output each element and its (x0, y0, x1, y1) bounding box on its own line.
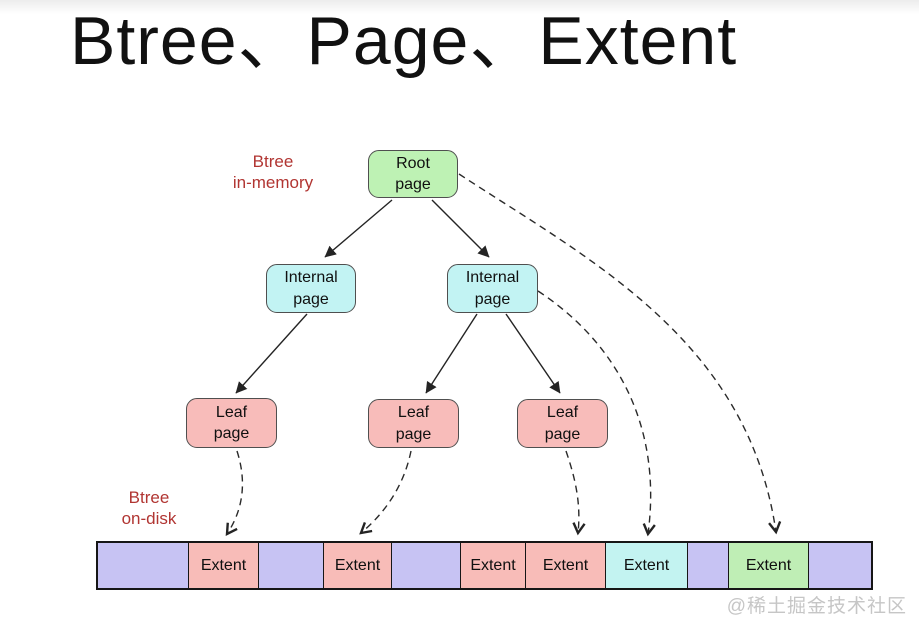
extent-cell: Extent (526, 543, 606, 588)
extent-cell: Extent (461, 543, 526, 588)
extent-cell (259, 543, 324, 588)
btree-in-memory-label: Btree in-memory (232, 152, 314, 192)
extent-cell (392, 543, 461, 588)
dashed-arrow-leaf-left-to-extent1 (225, 450, 244, 536)
extent-cell: Extent (729, 543, 809, 588)
watermark: @稀土掘金技术社区 (726, 596, 907, 617)
extent-cell (688, 543, 729, 588)
dashed-arrow-leaf-middle-to-extent2 (359, 450, 412, 535)
top-fade-band (0, 0, 919, 14)
arrow-internal-left-to-leaf-left (235, 313, 308, 394)
dashed-arrow-root-to-extent6 (458, 173, 782, 535)
disk-extent-row: Extent Extent Extent Extent Extent Exten… (96, 541, 873, 590)
leaf-page-left-node: Leaf page (186, 398, 277, 448)
internal-page-left-node: Internal page (266, 264, 356, 313)
arrow-internal-right-to-leaf-middle (425, 313, 478, 394)
extent-cell (809, 543, 871, 588)
dashed-arrow-leaf-right-to-extent4 (565, 450, 586, 536)
extent-cell: Extent (189, 543, 259, 588)
leaf-page-right-node: Leaf page (517, 399, 608, 448)
btree-on-disk-label: Btree on-disk (121, 488, 177, 528)
root-page-node: Root page (368, 150, 458, 198)
arrow-root-to-internal-left (324, 199, 393, 258)
extent-cell: Extent (606, 543, 688, 588)
arrow-internal-right-to-leaf-right (505, 313, 561, 394)
internal-page-right-node: Internal page (447, 264, 538, 313)
extent-cell (98, 543, 189, 588)
leaf-page-middle-node: Leaf page (368, 399, 459, 448)
arrow-root-to-internal-right (431, 199, 490, 258)
extent-cell: Extent (324, 543, 392, 588)
page-title: Btree、Page、Extent (70, 3, 738, 79)
